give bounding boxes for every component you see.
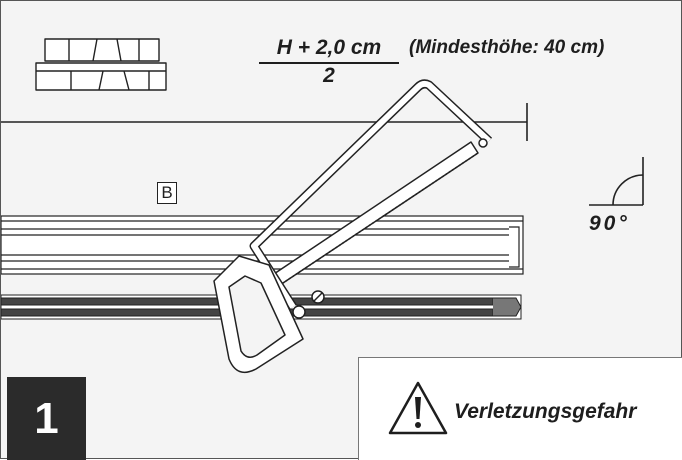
right-angle-icon bbox=[589, 157, 644, 206]
formula-numerator: H + 2,0 cm bbox=[259, 37, 399, 64]
hacksaw-icon bbox=[213, 79, 493, 374]
miter-box-icon bbox=[35, 38, 167, 91]
step-number-badge: 1 bbox=[7, 377, 86, 460]
minimum-height-note: (Mindesthöhe: 40 cm) bbox=[409, 37, 605, 58]
formula-denominator: 2 bbox=[323, 64, 335, 87]
warning-triangle-icon bbox=[388, 381, 448, 435]
measure-line bbox=[1, 103, 528, 141]
angle-label: 90° bbox=[589, 212, 630, 235]
warning-box: Verletzungsgefahr bbox=[358, 357, 682, 460]
warning-text: Verletzungsgefahr bbox=[454, 400, 637, 423]
part-label: B bbox=[157, 182, 177, 204]
cut-length-formula: H + 2,0 cm 2 bbox=[259, 37, 399, 88]
